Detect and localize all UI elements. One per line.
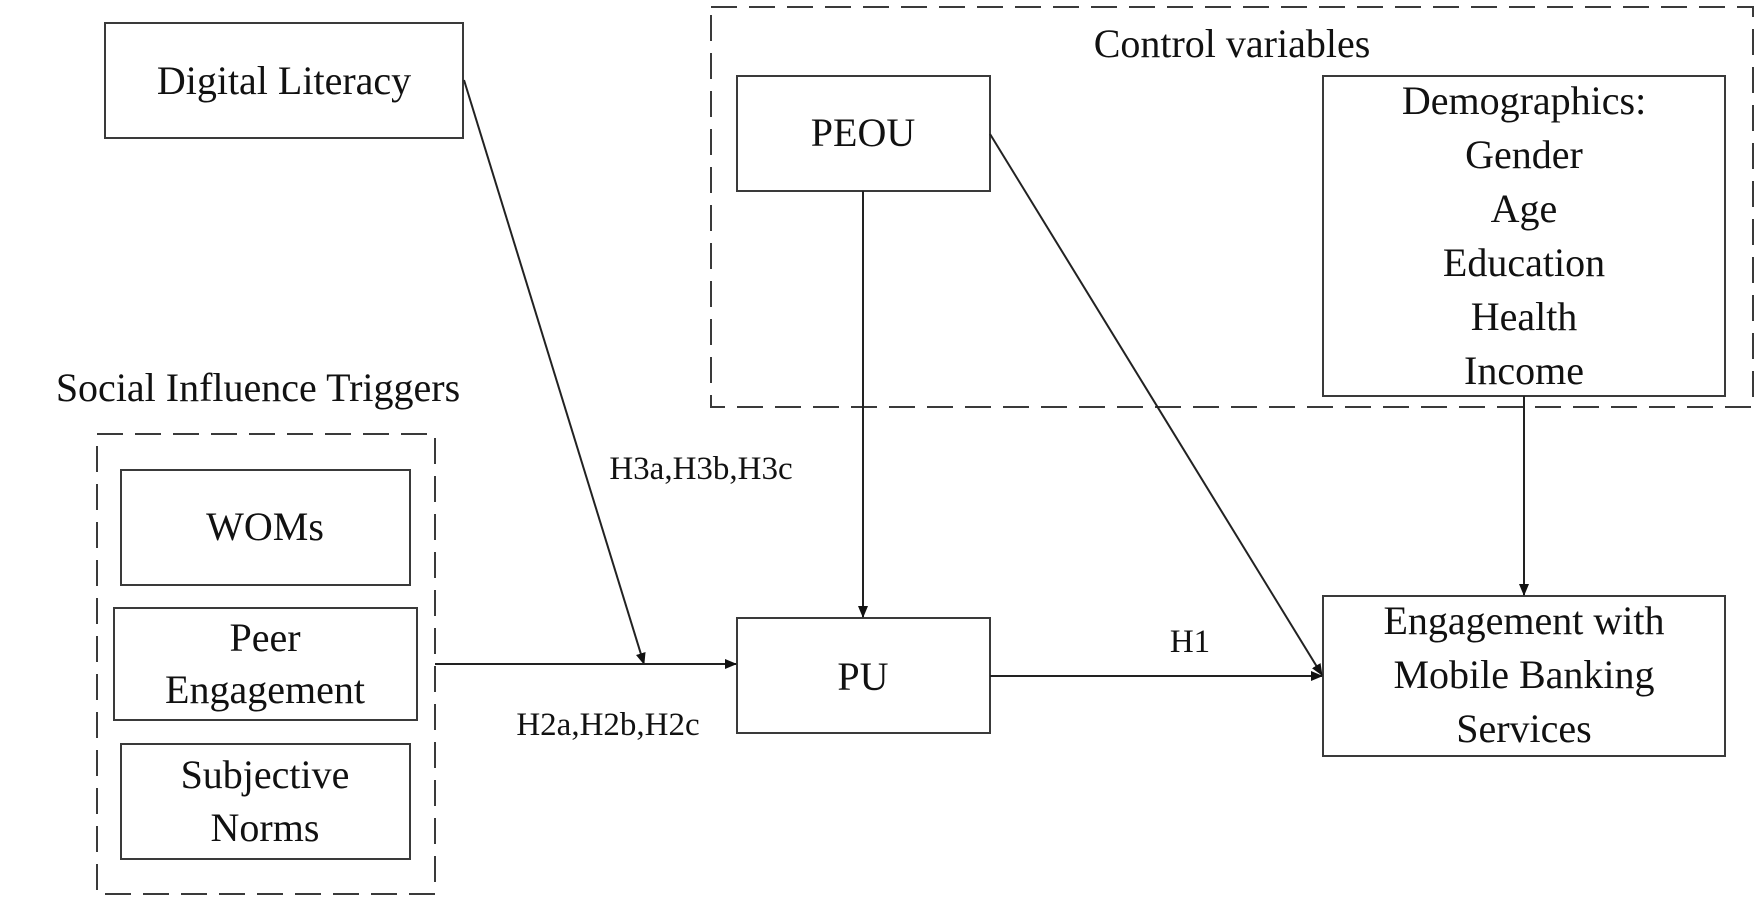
engagement-line2: Mobile Banking	[1393, 652, 1654, 697]
pu-node: PU	[736, 617, 991, 734]
digital-literacy-node: Digital Literacy	[104, 22, 464, 139]
demographics-node: Demographics: Gender Age Education Healt…	[1322, 75, 1726, 397]
edge-digital-literacy-to-h2-path	[463, 79, 646, 665]
h2-label: H2a,H2b,H2c	[516, 707, 699, 743]
edge-peou-to-engagement	[989, 133, 1323, 676]
woms-node: WOMs	[120, 469, 411, 586]
engagement-line3: Services	[1456, 706, 1592, 751]
subjective-norms-line1: Subjective	[181, 752, 350, 797]
h1-label: H1	[1170, 624, 1210, 660]
control-variables-group	[710, 6, 1754, 408]
demographics-gender: Gender	[1465, 132, 1583, 177]
demographics-income: Income	[1464, 348, 1584, 393]
engagement-line1: Engagement with	[1383, 598, 1664, 643]
subjective-norms-node: Subjective Norms	[120, 743, 411, 860]
engagement-node: Engagement with Mobile Banking Services	[1322, 595, 1726, 757]
demographics-heading: Demographics:	[1402, 78, 1646, 123]
control-variables-title: Control variables	[1094, 21, 1371, 66]
pu-label: PU	[837, 654, 888, 699]
peer-engagement-node: Peer Engagement	[113, 607, 418, 721]
digital-literacy-label: Digital Literacy	[157, 58, 411, 103]
peou-node: PEOU	[736, 75, 991, 192]
demographics-education: Education	[1443, 240, 1605, 285]
social-influence-group	[96, 433, 436, 895]
h3-label: H3a,H3b,H3c	[609, 451, 792, 487]
demographics-age: Age	[1491, 186, 1558, 231]
woms-label: WOMs	[206, 504, 324, 549]
peer-engagement-line1: Peer	[229, 615, 300, 660]
social-influence-triggers-title: Social Influence Triggers	[56, 365, 460, 410]
subjective-norms-line2: Norms	[211, 805, 320, 850]
peer-engagement-line2: Engagement	[165, 667, 365, 712]
demographics-health: Health	[1471, 294, 1578, 339]
peou-label: PEOU	[811, 110, 916, 155]
